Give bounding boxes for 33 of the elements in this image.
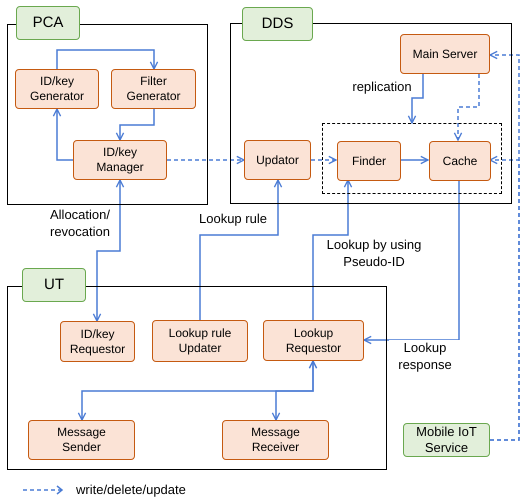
legend-label: write/delete/update <box>76 482 186 498</box>
process-box: Finder <box>337 141 401 181</box>
arrow <box>116 109 155 141</box>
process-box: Cache <box>429 141 491 181</box>
process-box: Lookup rule Updater <box>152 320 248 362</box>
edge-label: Lookup response <box>389 340 461 374</box>
arrow <box>311 156 337 164</box>
arrow <box>312 179 352 320</box>
process-box: ID/key Requestor <box>60 321 135 362</box>
process-box: Lookup Requestor <box>263 320 364 361</box>
arrow <box>454 74 480 141</box>
arrow <box>167 156 245 164</box>
process-box: Filter Generator <box>111 69 196 109</box>
process-box: ID/key Manager <box>73 140 167 180</box>
group-tag: UT <box>22 268 86 302</box>
arrow <box>408 74 424 124</box>
process-box: ID/key Generator <box>15 69 99 109</box>
process-box: Main Server <box>400 34 490 74</box>
group-tag: DDS <box>242 7 313 41</box>
arrow <box>363 180 460 344</box>
arrow <box>489 156 520 441</box>
arrow <box>272 360 318 421</box>
process-box: Message Sender <box>28 420 135 460</box>
arrow <box>52 108 73 161</box>
arrow <box>400 156 429 164</box>
process-box: Message Receiver <box>222 420 329 460</box>
group-tag: PCA <box>16 6 80 40</box>
dashed-group-frame <box>322 123 502 194</box>
arrow <box>56 49 158 70</box>
service-box: Mobile IoT Service <box>403 423 490 457</box>
arrow <box>199 179 282 320</box>
process-box: Updator <box>244 140 311 180</box>
arrow <box>92 179 124 322</box>
